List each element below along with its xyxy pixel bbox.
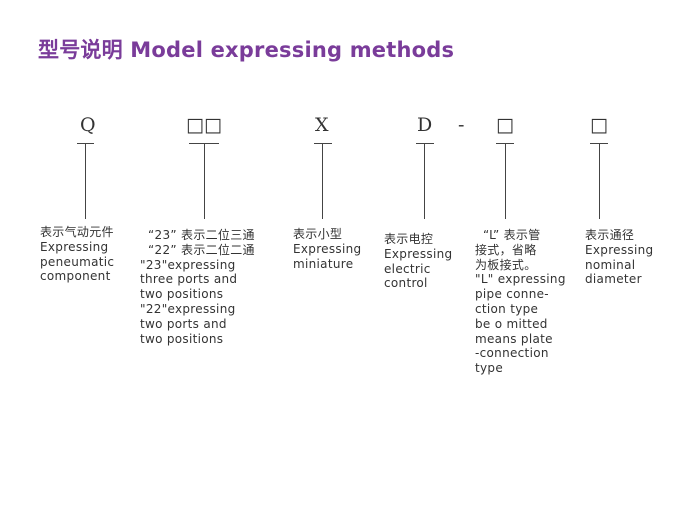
desc-line: diameter bbox=[585, 272, 642, 287]
symbol-box-connection: □ bbox=[496, 114, 514, 136]
desc-line: electric bbox=[384, 261, 431, 276]
desc-line: Expressing bbox=[384, 246, 453, 261]
desc-line: "22"expressing bbox=[140, 301, 236, 316]
desc-line: 表示气动元件 bbox=[40, 225, 114, 239]
desc-line: two positions bbox=[140, 331, 224, 346]
leader-stem-diameter bbox=[599, 143, 600, 219]
desc-line: 表示小型 bbox=[293, 227, 343, 241]
desc-line: component bbox=[40, 269, 111, 284]
desc-line: two ports and bbox=[140, 316, 227, 331]
desc-line: -connection bbox=[475, 346, 549, 361]
leader-bar-x bbox=[314, 143, 332, 144]
desc-line: nominal bbox=[585, 257, 636, 272]
symbol-d: D bbox=[417, 114, 433, 136]
desc-line: three ports and bbox=[140, 272, 238, 287]
desc-line: "L" expressing bbox=[475, 272, 566, 287]
desc-line: type bbox=[475, 361, 504, 376]
desc-ports-positions: “23” 表示二位三通 “22” 表示二位二通 "23"expressing t… bbox=[140, 228, 255, 346]
leader-bar-d bbox=[416, 143, 434, 144]
desc-line: peneumatic bbox=[40, 254, 115, 269]
page-title: 型号说明 Model expressing methods bbox=[38, 38, 455, 62]
desc-line: Expressing bbox=[293, 241, 362, 256]
desc-line: miniature bbox=[293, 256, 354, 271]
symbol-dash: - bbox=[458, 114, 465, 136]
desc-line: control bbox=[384, 276, 428, 291]
desc-line: 表示通径 bbox=[585, 228, 635, 242]
desc-miniature: 表示小型 Expressing miniature bbox=[293, 227, 361, 271]
desc-line: Expressing bbox=[585, 242, 654, 257]
desc-connection-type: “L” 表示管 接式，省略 为板接式。 "L" expressing pipe … bbox=[475, 228, 566, 376]
desc-line: Expressing bbox=[40, 239, 109, 254]
desc-line: “22” 表示二位二通 bbox=[148, 242, 255, 257]
desc-line: "23"expressing bbox=[140, 257, 236, 272]
desc-line: means plate bbox=[475, 331, 553, 346]
leader-stem-d bbox=[424, 143, 425, 219]
desc-line: “L” 表示管 bbox=[483, 228, 541, 242]
desc-line: ction type bbox=[475, 301, 539, 316]
leader-stem-connection bbox=[505, 143, 506, 219]
leader-stem-ports bbox=[204, 143, 205, 219]
desc-electric-control: 表示电控 Expressing electric control bbox=[384, 232, 452, 291]
desc-line: pipe conne- bbox=[475, 287, 549, 302]
symbol-port-boxes: □□ bbox=[186, 114, 222, 136]
symbol-box-diameter: □ bbox=[590, 114, 608, 136]
symbol-q: Q bbox=[80, 114, 96, 136]
desc-line: 表示电控 bbox=[384, 232, 434, 246]
desc-nominal-diameter: 表示通径 Expressing nominal diameter bbox=[585, 228, 653, 287]
desc-line: 为板接式。 bbox=[475, 257, 537, 272]
desc-pneumatic-component: 表示气动元件 Expressing peneumatic component bbox=[40, 225, 114, 284]
desc-line: “23” 表示二位三通 bbox=[148, 228, 255, 242]
leader-stem-x bbox=[322, 143, 323, 219]
desc-line: be o mitted bbox=[475, 316, 548, 331]
desc-line: two positions bbox=[140, 287, 224, 302]
symbol-x: X bbox=[315, 114, 329, 136]
desc-line: 接式，省略 bbox=[475, 242, 537, 257]
leader-stem-q bbox=[85, 143, 86, 219]
